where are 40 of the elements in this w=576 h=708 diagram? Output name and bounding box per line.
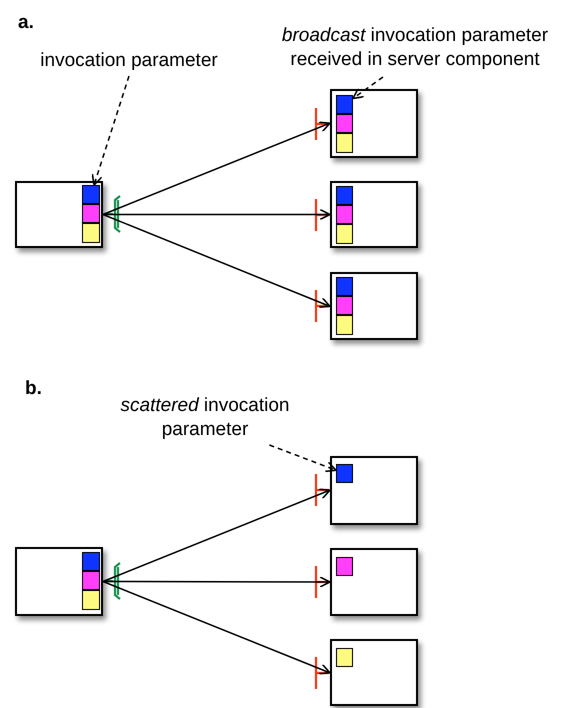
component-box <box>330 639 418 706</box>
parameter-square <box>336 186 353 205</box>
parameter-square <box>336 95 353 114</box>
annotation-text: broadcast invocation parameter received in server component <box>255 24 575 76</box>
leader-line <box>269 444 337 472</box>
leader-line <box>92 76 130 186</box>
parameter-square <box>82 185 100 204</box>
arrow <box>102 580 331 675</box>
panel-label: a. <box>18 12 34 34</box>
arrow <box>102 214 331 308</box>
parameter-square <box>336 557 353 576</box>
component-box <box>15 181 103 248</box>
arrow <box>103 576 331 588</box>
arrow <box>103 208 331 220</box>
parameter-square <box>336 205 353 224</box>
parameter-square <box>336 133 353 153</box>
parameter-square <box>336 464 353 483</box>
component-box <box>330 272 418 340</box>
arrow <box>102 121 331 216</box>
component-box <box>330 89 418 158</box>
component-box <box>330 548 418 616</box>
parameter-square <box>82 552 100 571</box>
component-box <box>15 547 103 616</box>
annotation-text: scattered invocation parameter <box>90 394 320 444</box>
parameter-square <box>336 315 353 335</box>
parameter-square <box>82 204 100 223</box>
parameter-square <box>336 277 353 296</box>
component-box <box>330 181 418 248</box>
parameter-square <box>336 224 353 244</box>
parameter-square <box>82 571 100 590</box>
leader-line <box>352 76 384 100</box>
parameter-square <box>82 590 100 610</box>
parameter-square <box>336 114 353 133</box>
annotation-text: invocation parameter <box>14 49 244 75</box>
component-box <box>330 456 418 525</box>
arrow <box>102 488 331 582</box>
parameter-square <box>82 223 100 243</box>
panel-label: b. <box>25 378 42 400</box>
parameter-square <box>336 296 353 315</box>
parameter-square <box>336 648 353 667</box>
